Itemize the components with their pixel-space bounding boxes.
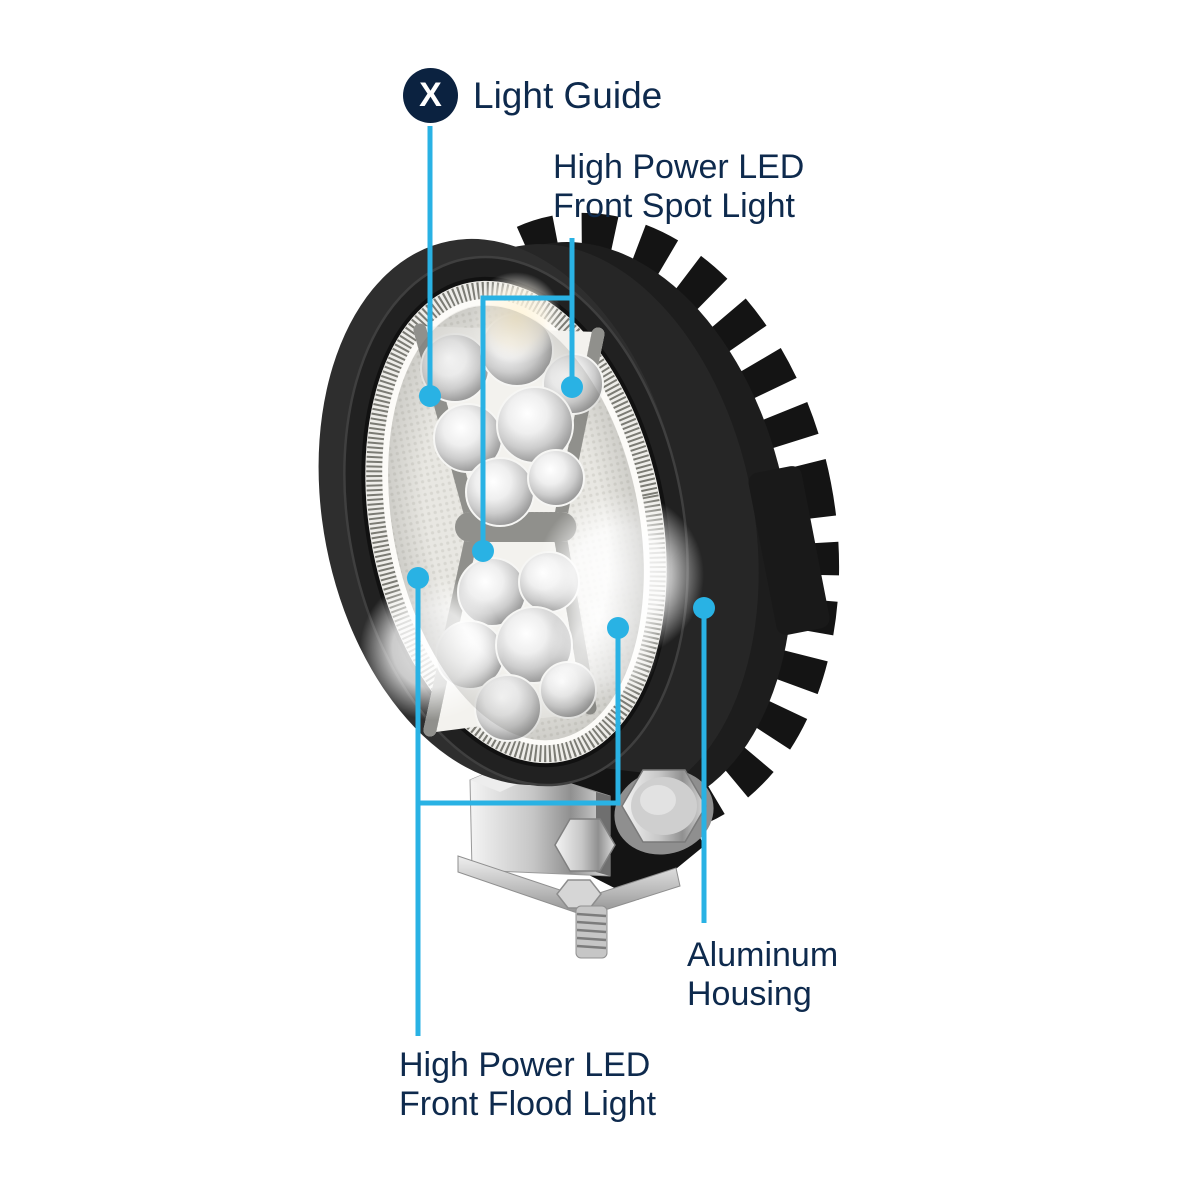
callout-label-housing-line1: Aluminum [687, 936, 839, 974]
heatsink-fins [384, 212, 840, 838]
callout-label-housing-line2: Housing [687, 975, 812, 1013]
callout-dot-light-guide [419, 385, 441, 407]
callout-dot-flood-right [607, 617, 629, 639]
callout-label-spot-line2: Front Spot Light [553, 187, 795, 225]
callout-dot-spot-center [472, 540, 494, 562]
callout-label-housing: Aluminum Housing [687, 936, 838, 1014]
center-nut [554, 818, 616, 872]
leader-line-spot [480, 238, 575, 551]
callout-dots [407, 376, 715, 639]
callout-label-flood-line1: High Power LED [399, 1046, 651, 1084]
leader-lines [415, 126, 707, 1036]
callout-dot-flood-left [407, 567, 429, 589]
housing-side-boss [748, 466, 830, 635]
callout-label-flood: High Power LED Front Flood Light [399, 1046, 656, 1124]
leader-line-flood [415, 578, 621, 1036]
callout-dot-housing [693, 597, 715, 619]
callout-label-spot: High Power LED Front Spot Light [553, 148, 804, 226]
callout-label-spot-line1: High Power LED [553, 148, 805, 186]
callout-label-flood-line2: Front Flood Light [399, 1085, 657, 1123]
x-badge-icon: X [403, 68, 458, 123]
callout-dot-spot-upper [561, 376, 583, 398]
legend-label: Light Guide [473, 74, 663, 116]
lamp-front [318, 238, 704, 787]
threaded-stud [575, 905, 608, 959]
legend: X Light Guide [403, 68, 662, 123]
mounting-bracket [457, 756, 714, 959]
